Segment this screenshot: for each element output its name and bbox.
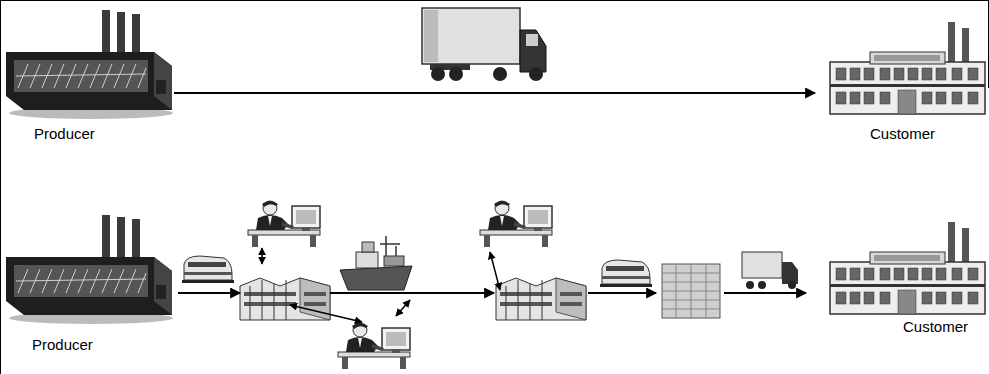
warehouse [496,278,586,320]
office-clerk [248,201,320,247]
office-clerk [338,323,410,369]
information-arrows [262,248,500,322]
office-clerk [480,201,552,247]
warehouse [240,278,330,320]
facility-node: Customer [815,14,987,146]
node-label: Producer [32,336,93,354]
node-label: Customer [870,125,935,143]
flow-arrows [178,292,806,294]
train [600,260,652,287]
producer-factory [6,10,173,119]
container-rack [662,264,720,318]
facility-node: Customer [815,214,987,340]
train [182,256,234,283]
node-label: Producer [34,125,95,143]
node-label: Customer [903,318,968,336]
ship [340,236,412,290]
facility-node: Producer [6,212,174,362]
flow-arrow [174,92,815,94]
truck-small [742,252,798,289]
producer-factory [6,215,173,324]
facility-node: Producer [6,8,174,148]
customer-building [830,22,985,114]
customer-building [830,222,985,314]
truck-large [422,8,546,81]
